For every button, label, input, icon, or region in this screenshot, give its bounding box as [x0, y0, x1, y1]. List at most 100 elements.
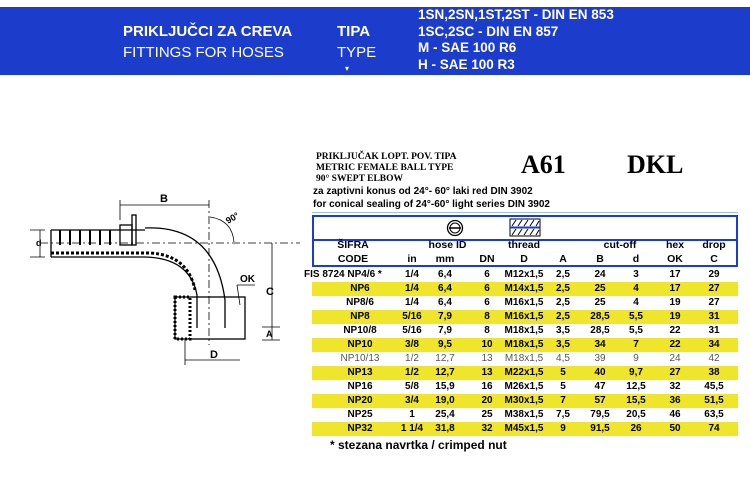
table-cell: 25,4 — [435, 409, 455, 420]
table-cell: 19,0 — [435, 395, 455, 406]
standards-list: 1SN,2SN,1ST,2ST - DIN EN 853 1SC,2SC - D… — [418, 7, 614, 73]
divider — [312, 212, 738, 213]
table-cell: 25 — [594, 297, 606, 308]
standard: 1SN,2SN,1ST,2ST - DIN EN 853 — [418, 7, 614, 22]
col-header: d — [632, 253, 640, 265]
table-cell: 9 — [560, 423, 566, 434]
footnote: * stezana navrtka / crimped nut — [330, 438, 507, 452]
table-cell: 9 — [633, 353, 639, 364]
table-cell: 79,5 — [590, 409, 610, 420]
table-cell: M16x1,5 — [504, 311, 544, 322]
table-cell: 1 1/4 — [400, 423, 424, 434]
table-cell: 3,5 — [556, 339, 570, 350]
label-c: C — [266, 286, 274, 298]
thread-icon — [509, 218, 541, 237]
table-cell: 36 — [669, 395, 681, 406]
table-cell: 22 — [669, 339, 681, 350]
table-cell: 5/16 — [402, 311, 422, 322]
table-cell: 34 — [708, 339, 720, 350]
table-cell: 3 — [633, 269, 639, 280]
col-group-cutoff: cut-off — [603, 239, 637, 251]
table-cell: NP8 — [350, 311, 370, 322]
table-cell: M30x1,5 — [504, 395, 544, 406]
product-code: A61 — [521, 150, 566, 179]
col-header: OK — [667, 253, 683, 265]
table-cell: 15,5 — [626, 395, 646, 406]
col-header: B — [596, 253, 604, 265]
table-cell: NP10/8 — [343, 325, 377, 336]
col-header: A — [559, 253, 567, 265]
type-label-sr: TIPA — [337, 23, 371, 40]
table-cell: 17 — [669, 283, 681, 294]
table-cell: 5 — [560, 367, 566, 378]
table-cell: 3,5 — [556, 325, 570, 336]
label-angle: 90° — [224, 210, 241, 226]
table-cell: 57 — [594, 395, 606, 406]
col-group-code: ŠIFRA — [337, 239, 369, 251]
table-header — [312, 215, 738, 267]
col-header: C — [710, 253, 718, 265]
table-cell: 19 — [669, 311, 681, 322]
desc-line: PRIKLJUČAK LOPT. POV. TIPA — [316, 152, 457, 162]
type-label-en: TYPE — [337, 44, 377, 61]
label-ok: OK — [240, 274, 256, 285]
table-cell: 13 — [481, 367, 493, 378]
table-cell: 15,9 — [435, 381, 455, 392]
col-group-drop: drop — [702, 239, 726, 251]
table-cell: M18x1,5 — [504, 339, 544, 350]
note-en: for conical sealing of 24°-60° light ser… — [313, 199, 550, 210]
col-header: DN — [479, 253, 495, 265]
fitting-drawing: B 90° d OK C A D — [30, 193, 300, 365]
header-divider — [314, 239, 736, 241]
col-group-hex: hex — [665, 239, 685, 251]
table-cell: 63,5 — [704, 409, 724, 420]
table-cell: 31 — [708, 325, 720, 336]
table-cell: NP13 — [347, 367, 373, 378]
table-cell: 2,5 — [556, 297, 570, 308]
table-cell: 2,5 — [556, 269, 570, 280]
table-cell: 27 — [708, 283, 720, 294]
hose-section-icon — [446, 219, 464, 237]
desc-line: 90° SWEPT ELBOW — [316, 174, 404, 184]
table-cell: 39 — [594, 353, 606, 364]
table-cell: 34 — [594, 339, 606, 350]
table-cell: 3/4 — [405, 395, 419, 406]
table-cell: 31,8 — [435, 423, 455, 434]
table-cell: 6 — [484, 297, 490, 308]
table-cell: 17 — [669, 269, 681, 280]
table-cell: 4 — [633, 283, 639, 294]
standard: H - SAE 100 R3 — [418, 56, 515, 72]
table-cell: 5/8 — [405, 381, 419, 392]
table-cell: 10 — [481, 339, 493, 350]
table-cell: 2,5 — [556, 283, 570, 294]
table-cell: 20,5 — [626, 409, 646, 420]
table-cell: 51,5 — [704, 395, 724, 406]
table-cell: 25 — [481, 409, 493, 420]
table-cell: 5,5 — [629, 325, 643, 336]
table-cell: NP8/6 — [346, 297, 374, 308]
label-dd: D — [210, 349, 218, 361]
table-cell: 6,4 — [438, 297, 452, 308]
table-cell: NP20 — [347, 395, 373, 406]
table-cell: 6 — [484, 283, 490, 294]
col-header: CODE — [337, 253, 369, 265]
table-cell: 28,5 — [590, 311, 610, 322]
table-cell: 1/4 — [405, 297, 419, 308]
table-cell: 1/2 — [405, 367, 419, 378]
standard: M - SAE 100 R6 — [418, 40, 517, 55]
table-cell: 32 — [669, 381, 681, 392]
table-cell: M18x1,5 — [504, 353, 544, 364]
table-cell: 12,7 — [435, 367, 455, 378]
title-en: FITTINGS FOR HOSES — [123, 44, 284, 61]
label-a: A — [266, 329, 273, 339]
table-cell: 40 — [594, 367, 606, 378]
table-cell: M26x1,5 — [504, 381, 544, 392]
table-cell: 9,5 — [438, 339, 452, 350]
table-cell: 12,7 — [435, 353, 455, 364]
